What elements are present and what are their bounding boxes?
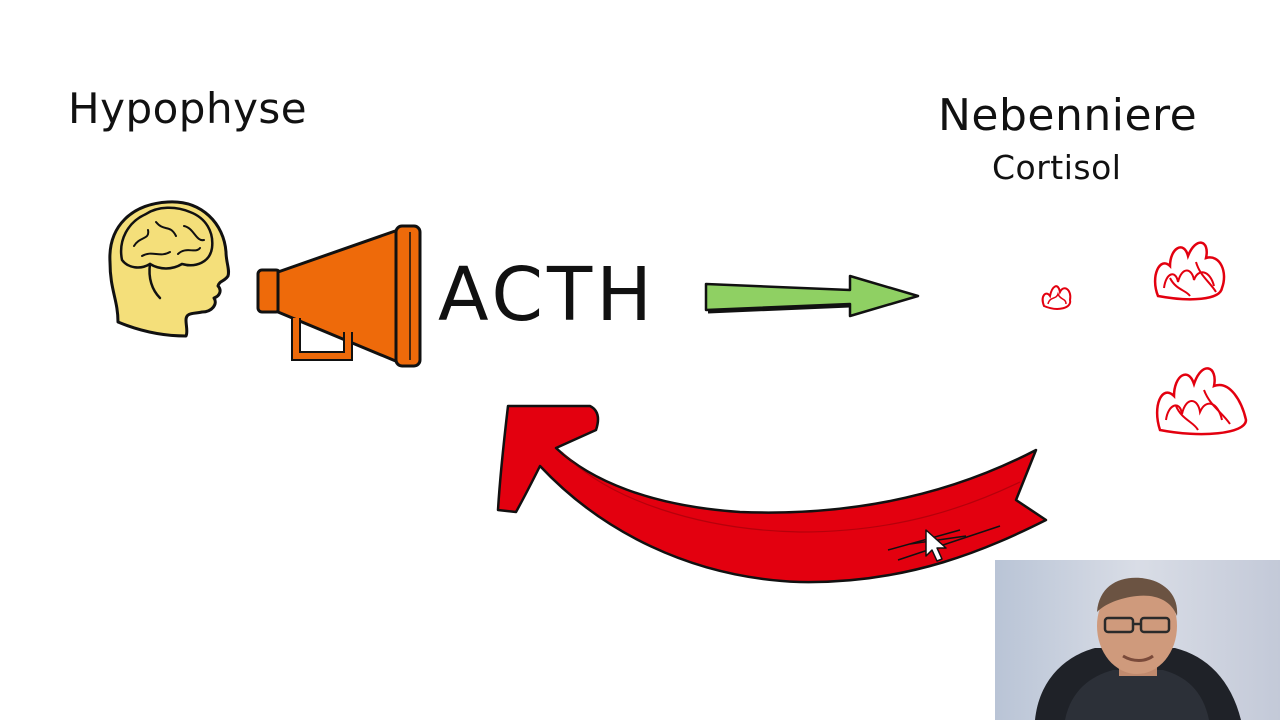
cortisol-label: Cortisol xyxy=(992,148,1122,187)
nebenniere-label: Nebenniere xyxy=(938,90,1198,141)
red-curved-arrow-left xyxy=(496,404,1048,584)
flame-large-icon xyxy=(1153,241,1226,301)
megaphone-icon xyxy=(256,224,422,368)
green-arrow-right xyxy=(704,274,920,318)
flame-small-icon xyxy=(1041,285,1072,310)
hypophyse-label: Hypophyse xyxy=(68,84,308,133)
presenter-video-icon xyxy=(995,560,1280,720)
webcam-overlay xyxy=(995,560,1280,720)
flame-large-icon xyxy=(1155,367,1248,436)
mouse-cursor-icon xyxy=(925,529,947,562)
head-brain-icon xyxy=(108,200,231,338)
acth-label: ACTH xyxy=(438,252,656,338)
